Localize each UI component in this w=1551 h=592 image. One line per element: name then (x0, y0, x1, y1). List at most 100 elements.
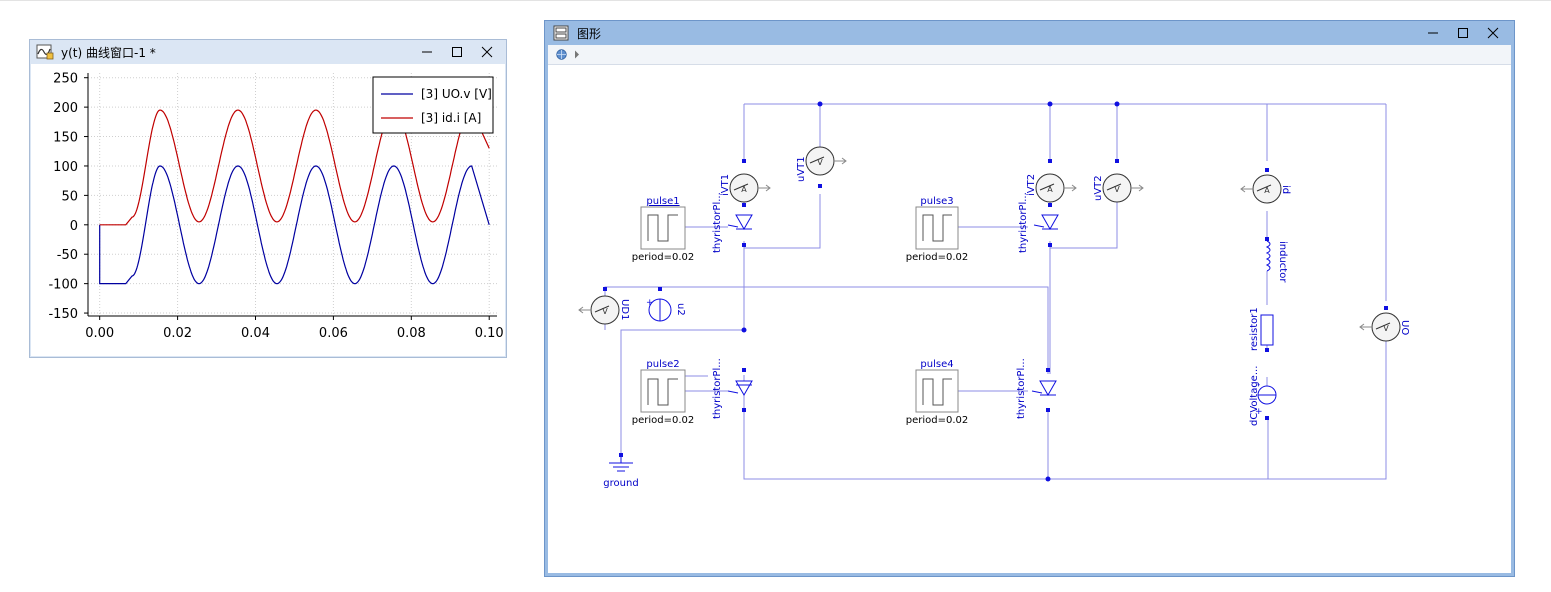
pulse3-label: pulse3 (920, 196, 953, 207)
diagram-window[interactable]: 图形 (544, 20, 1515, 577)
thyristor-3[interactable] (1033, 214, 1059, 231)
svg-text:A: A (1047, 185, 1053, 194)
svg-text:+: + (1255, 407, 1263, 417)
chevron-right-icon[interactable] (574, 50, 580, 59)
thyristor2-label: thyristorPl... (712, 358, 723, 419)
UO-label: UO (1399, 320, 1410, 335)
y-tick-label: 50 (61, 189, 78, 204)
plot-window-icon (36, 44, 54, 60)
pulse-block-1[interactable]: pulse1 period=0.02 (632, 196, 695, 263)
x-tick-label: 0.08 (397, 326, 426, 341)
y-tick-label: 250 (53, 72, 78, 87)
pulse-block-2[interactable]: pulse2 period=0.02 (632, 359, 695, 426)
inductor-label: inductor (1277, 241, 1288, 283)
svg-text:A: A (1264, 186, 1270, 195)
close-icon (481, 46, 493, 58)
diagram-breadcrumb-bar (548, 45, 1511, 65)
legend-entry: [3] id.i [A] (421, 111, 481, 125)
close-icon (1487, 27, 1499, 39)
globe-icon[interactable] (556, 49, 567, 60)
inductor[interactable]: inductor (1265, 240, 1288, 283)
y-tick-label: -50 (57, 248, 78, 263)
svg-text:V: V (602, 307, 608, 316)
diagram-window-title: 图形 (577, 26, 602, 41)
legend-box (372, 76, 494, 134)
plot-area[interactable]: 0.00 0.02 0.04 0.06 0.08 0.10 250 200 150 100 50 0 -… (31, 64, 505, 356)
y-tick-label: 200 (53, 101, 78, 116)
x-tick-label: 0.10 (475, 326, 504, 341)
thyristor-1[interactable] (727, 214, 753, 231)
minimize-icon (422, 51, 432, 53)
diagram-close-button[interactable] (1478, 21, 1508, 45)
circuit-diagram[interactable]: pulse1 period=0.02 pulse2 period=0.02 pu… (548, 65, 1511, 573)
minimize-button[interactable] (412, 40, 442, 64)
uVT2-label: uVT2 (1093, 175, 1104, 201)
svg-text:V: V (1383, 324, 1389, 333)
pulse4-period: period=0.02 (906, 415, 969, 426)
pulse4-label: pulse4 (920, 359, 953, 370)
x-tick-label: 0.00 (85, 326, 114, 341)
maximize-button[interactable] (442, 40, 472, 64)
dcv-label: dCVoltage... (1249, 366, 1260, 426)
x-tick-label: 0.02 (163, 326, 192, 341)
svg-text:V: V (1114, 185, 1120, 194)
ammeter-iVT2[interactable]: A iVT2 (1026, 173, 1077, 203)
x-tick-label: 0.04 (241, 326, 270, 341)
pulse2-label: pulse2 (646, 359, 679, 370)
voltmeter-uVT1[interactable]: V uVT1 (796, 146, 847, 182)
pulse-block-3[interactable]: pulse3 period=0.02 (906, 196, 969, 263)
y-tick-label: -100 (48, 278, 78, 293)
resistor1-label: resistor1 (1249, 307, 1260, 351)
y-tick-label: -150 (48, 307, 78, 322)
y-tick-label: 150 (53, 131, 78, 146)
thyristors (727, 214, 1059, 397)
x-tick-label: 0.06 (319, 326, 348, 341)
y-tick-label: 0 (70, 219, 78, 234)
top-divider (0, 0, 1551, 1)
minimize-icon (1428, 32, 1438, 34)
y-tick-label: 100 (53, 160, 78, 175)
voltmeter-UD1[interactable]: V UD1 (578, 295, 630, 325)
UD1-label: UD1 (619, 299, 630, 320)
voltmeter-UO[interactable]: V UO (1359, 312, 1410, 342)
series-line-1 (99, 165, 490, 285)
ammeter-id[interactable]: A id (1240, 174, 1291, 204)
resistor1[interactable]: resistor1 (1249, 307, 1274, 351)
diagram-maximize-button[interactable] (1448, 21, 1478, 45)
wires (604, 103, 1387, 480)
diagram-window-titlebar[interactable]: 图形 (545, 21, 1514, 45)
plot-window-titlebar[interactable]: y(t) 曲线窗口-1 * (30, 40, 506, 64)
plot-window-title: y(t) 曲线窗口-1 * (61, 45, 156, 60)
series-line-2 (99, 109, 490, 226)
u2-label: u2 (675, 303, 686, 316)
voltmeter-uVT2[interactable]: V uVT2 (1093, 173, 1144, 203)
svg-text:V: V (817, 158, 823, 167)
iVT1-label: iVT1 (720, 174, 731, 196)
pulse3-period: period=0.02 (906, 252, 969, 263)
thyristor1-label: thyristorPl... (712, 192, 723, 253)
maximize-icon (1458, 28, 1468, 38)
plot-window[interactable]: y(t) 曲线窗口-1 * 0.00 0.02 0.04 0.06 0.08 0.10 25… (29, 39, 507, 358)
diagram-window-icon (553, 25, 569, 41)
legend-entry: [3] UO.v [V] (421, 87, 492, 101)
thyristor4-label: thyristorPl... (1016, 358, 1027, 419)
pulse-block-4[interactable]: pulse4 period=0.02 (906, 359, 969, 426)
close-button[interactable] (472, 40, 502, 64)
pulse2-period: period=0.02 (632, 415, 695, 426)
dc-voltage-source[interactable]: - + dCVoltage... (1249, 366, 1277, 426)
id-label: id (1280, 185, 1291, 194)
ground[interactable]: ground (603, 457, 639, 489)
ammeter-iVT1[interactable]: A iVT1 (720, 173, 771, 203)
thyristor-2[interactable] (727, 380, 753, 397)
line-chart[interactable]: 0.00 0.02 0.04 0.06 0.08 0.10 250 200 150 100 50 0 -… (31, 64, 505, 356)
ac-source-u2[interactable]: + u2 (646, 298, 686, 322)
diagram-minimize-button[interactable] (1418, 21, 1448, 45)
svg-text:-: - (1257, 380, 1260, 390)
thyristor-4[interactable] (1031, 380, 1057, 397)
diagram-canvas[interactable]: pulse1 period=0.02 pulse2 period=0.02 pu… (548, 65, 1511, 573)
pulse1-label: pulse1 (646, 196, 679, 207)
uVT1-label: uVT1 (796, 156, 807, 182)
ground-label: ground (603, 478, 638, 489)
iVT2-label: iVT2 (1026, 174, 1037, 196)
thyristor3-label: thyristorPl... (1018, 192, 1029, 253)
